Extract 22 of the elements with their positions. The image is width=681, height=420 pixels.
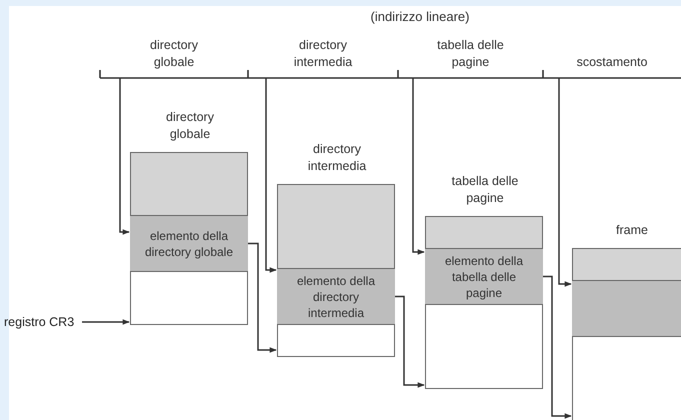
arrow: [265, 78, 277, 273]
table-title: directory globale: [165, 109, 215, 143]
arrow: [558, 78, 572, 287]
arrow: [248, 242, 277, 353]
table-entry: elemento della tabella delle pagine: [425, 248, 543, 305]
address-field-label: scostamento: [576, 54, 648, 71]
table-entry: elemento della directory globale: [130, 215, 248, 272]
arrow: [119, 78, 130, 235]
arrow: [395, 296, 425, 388]
diagram-title: (indirizzo lineare): [370, 8, 470, 26]
arrow: [82, 319, 130, 325]
table-title: frame: [615, 222, 649, 239]
address-field-label: directory intermedia: [292, 37, 354, 71]
address-field-label: tabella delle pagine: [436, 37, 505, 71]
arrow: [543, 276, 572, 419]
table-title: directory intermedia: [306, 141, 368, 175]
register-label: registro CR3: [4, 314, 78, 330]
arrow: [412, 78, 425, 255]
table-entry: [572, 280, 681, 337]
address-field-label: directory globale: [149, 37, 199, 71]
table-entry: elemento della directory intermedia: [277, 268, 395, 325]
table-title: tabella delle pagine: [450, 173, 520, 207]
